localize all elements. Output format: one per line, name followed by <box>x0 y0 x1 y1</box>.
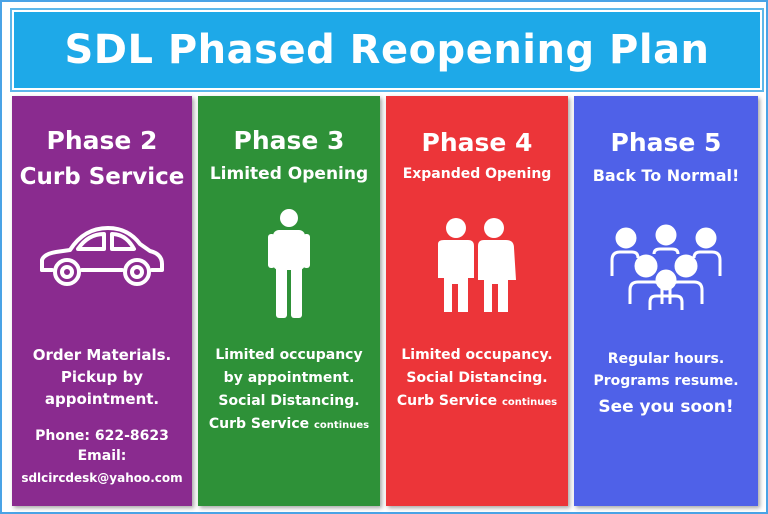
phase-2-email: sdlcircdesk@yahoo.com <box>21 471 183 485</box>
two-people-icon <box>386 218 568 314</box>
phase-4-panel: Phase 4 Expanded Opening Limited occupan… <box>386 96 568 506</box>
phase-4-line-2: Social Distancing. <box>406 370 548 386</box>
phase-5-subtitle: Back To Normal! <box>592 166 740 185</box>
phase-5-panel: Phase 5 Back To Normal! Regular hours. P… <box>574 96 758 506</box>
car-icon <box>12 224 192 290</box>
phase-3-line-3: Social Distancing. <box>218 393 360 409</box>
phase-3-heading: Phase 3 <box>233 126 345 155</box>
phase-2-line-1: Order Materials. <box>32 346 172 364</box>
phase-4-line-3: Curb Service <box>396 393 498 409</box>
phase-3-panel: Phase 3 Limited Opening Limited occupanc… <box>198 96 380 506</box>
poster-title: SDL Phased Reopening Plan <box>64 27 710 73</box>
group-icon <box>574 224 758 312</box>
phase-3-line-4: Curb Service <box>208 416 310 432</box>
person-icon <box>198 208 380 320</box>
phase-2-phone: Phone: 622-8623 <box>35 428 169 444</box>
phase-2-line-3: appointment. <box>44 390 160 408</box>
phase-2-line-2: Pickup by <box>60 368 144 386</box>
phase-4-heading: Phase 4 <box>421 128 533 157</box>
phase-4-subtitle: Expanded Opening <box>402 166 552 182</box>
phase-3-line-1: Limited occupancy <box>215 347 363 363</box>
phase-2-email-label: Email: <box>77 448 127 464</box>
phase-2-panel: Phase 2 Curb Service Order Materials. Pi… <box>12 96 192 506</box>
phase-3-continues: continues <box>314 420 370 431</box>
phase-5-line-3: See you soon! <box>598 397 734 417</box>
phase-3-line-2: by appointment. <box>223 370 355 386</box>
phase-4-line-1: Limited occupancy. <box>401 347 553 363</box>
phase-2-subtitle: Curb Service <box>19 164 185 190</box>
phase-4-continues: continues <box>502 397 558 408</box>
phase-3-subtitle: Limited Opening <box>209 164 369 184</box>
phase-5-line-2: Programs resume. <box>593 373 739 389</box>
phase-2-heading: Phase 2 <box>46 126 158 155</box>
phase-5-line-1: Regular hours. <box>607 351 725 367</box>
title-banner: SDL Phased Reopening Plan <box>12 10 762 90</box>
phase-5-heading: Phase 5 <box>610 128 722 157</box>
